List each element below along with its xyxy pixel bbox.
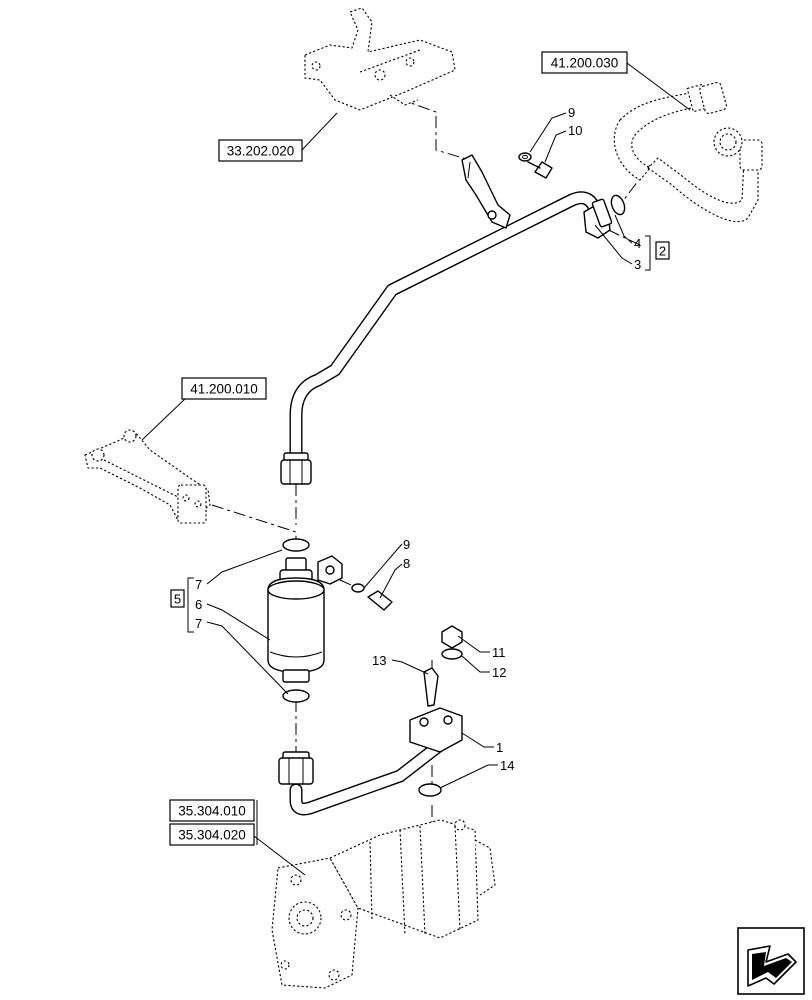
callout-13: 13 <box>372 653 386 668</box>
ref-label: 35.304.020 <box>178 828 246 843</box>
callouts: 9 10 4 3 2 9 8 5 7 6 7 11 12 13 1 14 <box>170 105 670 773</box>
callout-5: 5 <box>174 592 181 607</box>
callout-2: 2 <box>659 244 666 259</box>
o-ring-4 <box>610 194 626 216</box>
callout-8: 8 <box>403 556 410 571</box>
ref-box-35-304-020[interactable]: 35.304.020 <box>169 823 255 846</box>
ref-label: 41.200.010 <box>190 382 258 397</box>
leader-lines <box>141 62 691 876</box>
arrow-down-left-icon[interactable] <box>737 927 805 995</box>
callout-1: 1 <box>496 740 503 755</box>
ref-label: 41.200.030 <box>551 56 619 71</box>
ref-box-33-202-020[interactable]: 33.202.020 <box>218 139 303 162</box>
lower-pipe-assembly <box>278 625 463 816</box>
hose-assembly-ghost <box>613 81 763 223</box>
filter-assembly <box>267 538 393 703</box>
callout-6: 6 <box>195 597 202 612</box>
callout-9-mid: 9 <box>403 537 410 552</box>
callout-7-top: 7 <box>195 577 202 592</box>
hydraulic-pump-ghost <box>271 819 496 989</box>
callout-11: 11 <box>492 645 506 660</box>
callout-7-bottom: 7 <box>195 616 202 631</box>
callout-10: 10 <box>568 123 582 138</box>
ref-box-41-200-030[interactable]: 41.200.030 <box>541 51 628 74</box>
pressure-pipe <box>280 154 613 485</box>
kit-box-2 <box>655 241 670 260</box>
o-ring-7-bottom <box>282 689 310 703</box>
callout-14: 14 <box>500 758 514 773</box>
callout-3: 3 <box>634 257 641 272</box>
ref-label: 35.304.010 <box>178 804 246 819</box>
kit-bracket-2 <box>645 235 651 271</box>
kit-bracket-5 <box>187 577 194 633</box>
callout-9-top: 9 <box>568 105 575 120</box>
callout-4: 4 <box>634 236 641 251</box>
mounting-bracket-ghost <box>304 7 456 111</box>
ref-box-41-200-010[interactable]: 41.200.010 <box>181 377 267 400</box>
ref-box-35-304-010[interactable]: 35.304.010 <box>169 799 255 822</box>
kit-box-5 <box>170 589 185 608</box>
callout-12: 12 <box>492 665 506 680</box>
washer-and-bolt-top <box>518 152 553 179</box>
o-ring-7-top <box>282 538 310 552</box>
pivot-support-ghost <box>84 429 211 524</box>
ref-label: 33.202.020 <box>227 144 295 159</box>
